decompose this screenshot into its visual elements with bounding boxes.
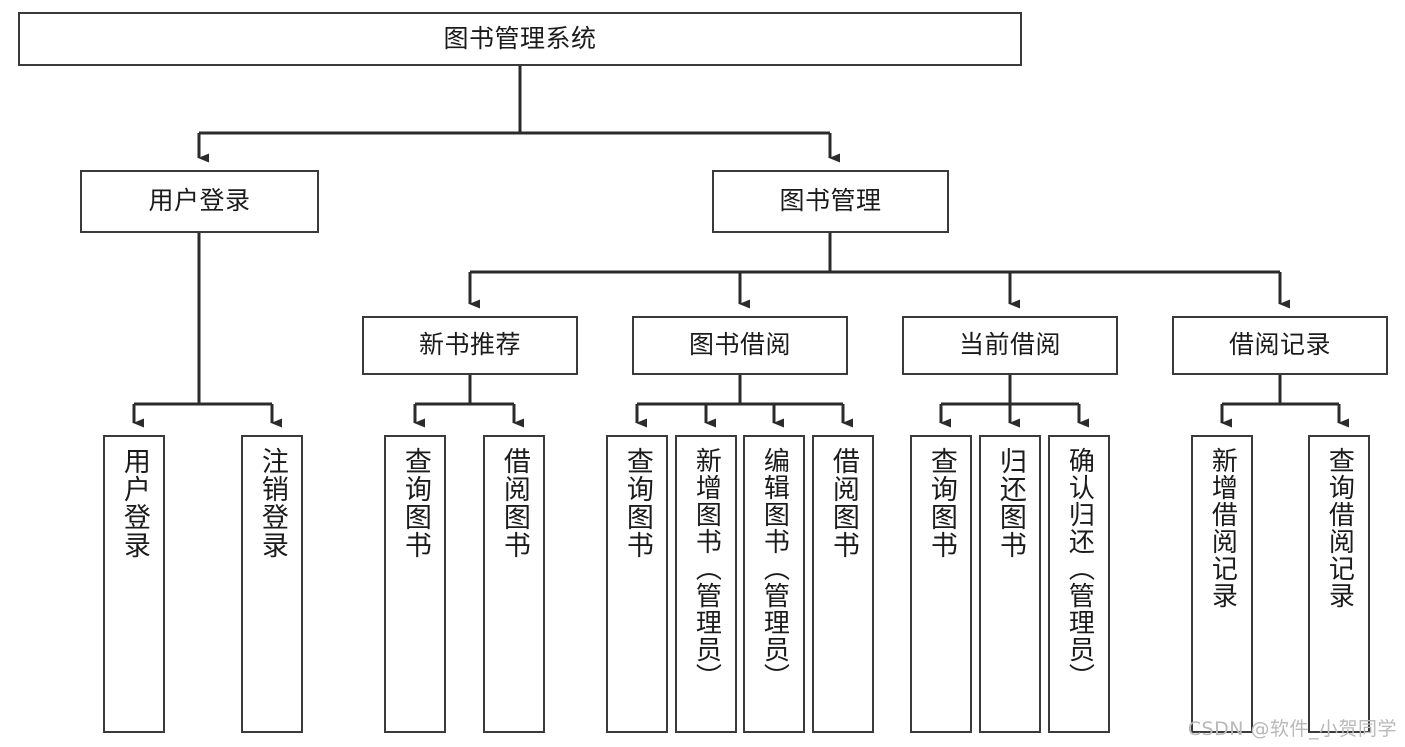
node-label: 注销登录 [256,447,288,559]
node-label: 用户登录 [148,186,251,216]
leaf-borrow-record-query-record[interactable]: 查询借阅记录 [1308,435,1370,733]
leaf-current-borrow-return-book[interactable]: 归还图书 [979,435,1041,733]
node-label: 查询图书 [925,447,957,559]
leaf-new-book-query-book[interactable]: 查询图书 [384,435,446,733]
node-book-borrow[interactable]: 图书借阅 [632,316,848,375]
leaf-user-login-logout[interactable]: 注销登录 [241,435,303,733]
leaf-book-borrow-add-book-admin[interactable]: 新增图书（管理员） [675,435,737,733]
leaf-book-borrow-edit-book-admin[interactable]: 编辑图书（管理员） [743,435,805,733]
node-label: 新增图书（管理员） [691,447,722,690]
node-root-book-management-system[interactable]: 图书管理系统 [18,12,1022,66]
node-label: 用户登录 [118,447,150,559]
node-new-book-recommend[interactable]: 新书推荐 [362,316,578,375]
leaf-current-borrow-query-book[interactable]: 查询图书 [910,435,972,733]
node-label: 图书借阅 [688,330,791,360]
node-label: 归还图书 [994,447,1026,559]
node-borrow-record[interactable]: 借阅记录 [1172,316,1388,375]
node-label: 查询借阅记录 [1324,447,1355,609]
leaf-book-borrow-borrow-book[interactable]: 借阅图书 [812,435,874,733]
node-label: 借阅记录 [1228,330,1331,360]
node-label: 确认归还（管理员） [1064,447,1095,690]
leaf-user-login-login[interactable]: 用户登录 [103,435,165,733]
leaf-current-borrow-confirm-return-admin[interactable]: 确认归还（管理员） [1048,435,1110,733]
node-label: 借阅图书 [827,447,859,559]
node-user-login[interactable]: 用户登录 [80,170,319,233]
node-label: 查询图书 [399,447,431,559]
node-label: 图书管理 [779,186,882,216]
leaf-new-book-borrow-book[interactable]: 借阅图书 [483,435,545,733]
node-label: 查询图书 [621,447,653,559]
node-label: 编辑图书（管理员） [759,447,790,690]
node-current-borrow[interactable]: 当前借阅 [902,316,1118,375]
leaf-book-borrow-query-book[interactable]: 查询图书 [606,435,668,733]
node-label: 图书管理系统 [443,23,597,53]
node-label: 借阅图书 [498,447,530,559]
leaf-borrow-record-add-record[interactable]: 新增借阅记录 [1191,435,1253,733]
node-label: 新增借阅记录 [1207,447,1238,609]
node-label: 新书推荐 [418,330,521,360]
node-book-management[interactable]: 图书管理 [712,170,949,233]
node-label: 当前借阅 [958,330,1061,360]
